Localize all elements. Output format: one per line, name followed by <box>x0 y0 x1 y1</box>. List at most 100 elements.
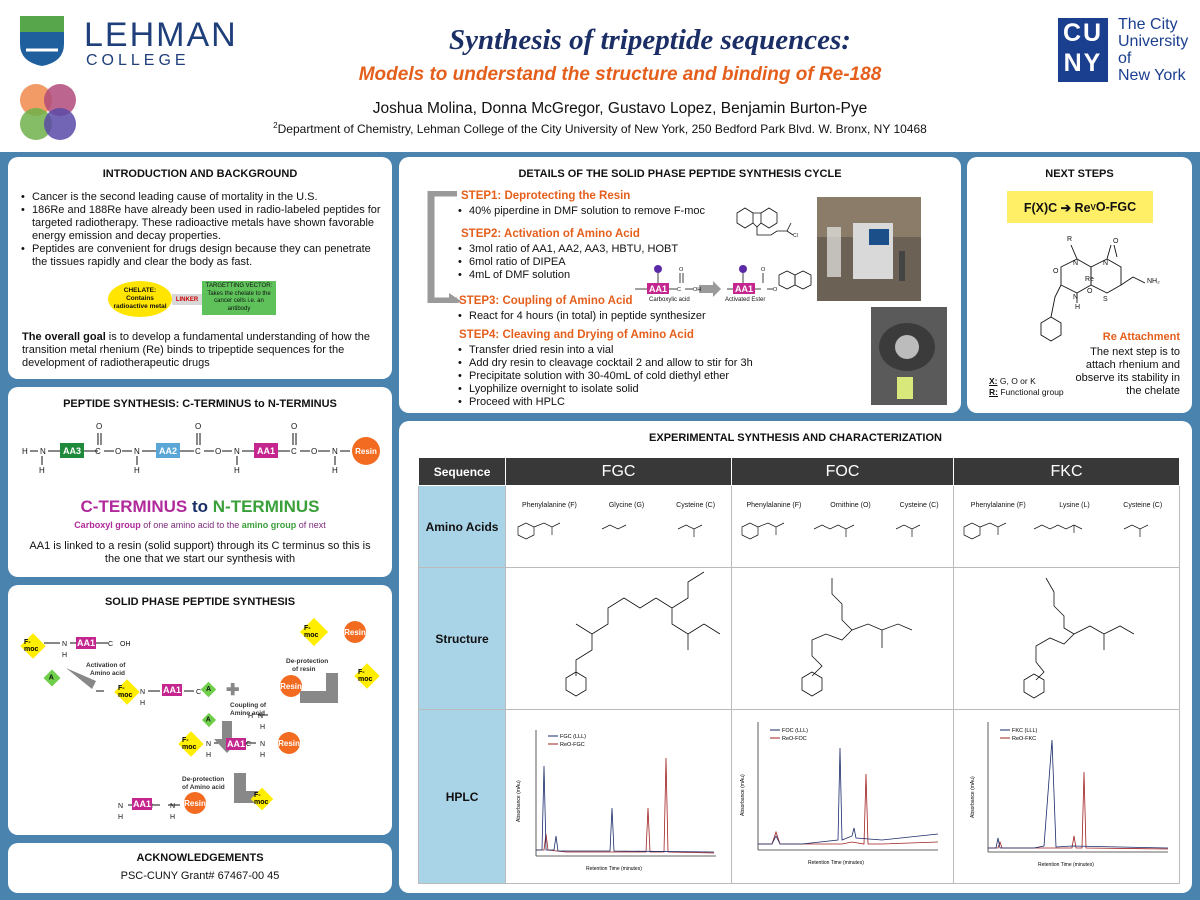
column-header: FOC <box>731 457 955 486</box>
resin-circle: Resin <box>344 621 366 643</box>
svg-text:R: R <box>1067 236 1072 243</box>
step1-list: 40% piperdine in DMF solution to remove … <box>455 205 755 218</box>
c-to-n-heading: C-TERMINUS to N-TERMINUS <box>80 497 320 516</box>
svg-text:O: O <box>96 422 102 431</box>
carboxylic-acid-label: Carboxylic acid <box>649 297 690 303</box>
step4-heading: STEP4: Cleaving and Drying of Amino Acid <box>459 329 694 341</box>
svg-text:OH: OH <box>693 287 701 293</box>
re-complex-structure: R Re N N N S NH₂ O O O H <box>1040 236 1160 342</box>
fkc-structure <box>1023 577 1135 699</box>
svg-text:De-protection: De-protection <box>286 658 328 665</box>
table-cell <box>731 567 955 710</box>
aa1-block: AA1 <box>132 798 152 810</box>
lehman-wordmark: LEHMAN <box>84 16 238 54</box>
next-step-text: The next step is to attach rhenium and o… <box>1075 346 1180 397</box>
table-cell: Phenylalanine (F)Ornithine (O)Cysteine (… <box>731 485 955 568</box>
table-row: Amino Acids Phenylalanine (F)Glycine (G)… <box>417 485 1180 568</box>
table-cell <box>505 567 733 710</box>
poster-affiliation: 2Department of Chemistry, Lehman College… <box>273 121 927 136</box>
peptide-title: PEPTIDE SYNTHESIS: C-TERMINUS to N-TERMI… <box>63 398 337 410</box>
cycle-bracket <box>427 191 461 303</box>
svg-text:N: N <box>1073 260 1078 267</box>
list-item: 4mL of DMF solution <box>455 269 705 282</box>
list-item: Proceed with HPLC <box>455 396 795 409</box>
svg-text:H: H <box>118 814 123 821</box>
chelate-box: CHELATE: Contains radioactive metal <box>108 281 172 317</box>
re-attachment-heading: Re Attachment <box>1102 331 1180 343</box>
list-item: React for 4 hours (in total) in peptide … <box>455 310 775 323</box>
resin-circle: Resin <box>280 675 302 697</box>
venn-diagram-logo <box>20 84 76 140</box>
svg-text:H: H <box>22 447 28 456</box>
svg-text:ReO-FOC: ReO-FOC <box>782 736 807 742</box>
row-header: Structure <box>417 567 507 710</box>
cycle-title: DETAILS OF THE SOLID PHASE PEPTIDE SYNTH… <box>518 168 842 180</box>
list-item: 6mol ratio of DIPEA <box>455 256 705 269</box>
c-to-n-caption: Carboxyl group of one amino acid to the … <box>74 520 326 530</box>
column-header: FKC <box>953 457 1180 486</box>
svg-text:C: C <box>195 447 201 456</box>
svg-text:N: N <box>332 447 338 456</box>
svg-text:Cl: Cl <box>793 233 798 239</box>
poster-header: LEHMAN COLLEGE Synthesis of tripeptide s… <box>0 0 1200 152</box>
amino-acid-structures <box>963 522 1149 540</box>
svg-text:OH: OH <box>120 641 131 648</box>
lehman-college-wordmark: COLLEGE <box>86 52 190 69</box>
spps-title: SOLID PHASE PEPTIDE SYNTHESIS <box>104 596 296 608</box>
svg-text:O: O <box>1087 288 1093 295</box>
svg-text:N: N <box>260 741 265 748</box>
list-item: Precipitate solution with 30-40mL of col… <box>455 370 795 383</box>
hplc-chart-fkc: FKC (LLL) ReO-FKC Retention Time (minute… <box>970 722 1169 868</box>
svg-text:C: C <box>95 447 101 456</box>
svg-text:C: C <box>108 641 113 648</box>
table-cell: FOC (LLL) ReO-FOC Retention Time (minute… <box>731 709 955 884</box>
svg-text:H: H <box>234 466 240 475</box>
svg-text:H: H <box>260 724 265 731</box>
amino-acid-structures <box>517 522 703 540</box>
svg-text:Activation of: Activation of <box>86 662 126 669</box>
fgc-structure <box>565 571 721 697</box>
step3-list: React for 4 hours (in total) in peptide … <box>455 310 775 323</box>
svg-text:De-protection: De-protection <box>182 776 224 783</box>
poster-subtitle: Models to understand the structure and b… <box>358 64 882 85</box>
aa1-block: AA1 <box>733 283 755 294</box>
table-cell: Phenylalanine (F)Glycine (G)Cysteine (C) <box>505 485 733 568</box>
svg-text:N: N <box>234 447 240 456</box>
list-item: 40% piperdine in DMF solution to remove … <box>455 205 755 218</box>
svg-text:O: O <box>115 447 121 456</box>
svg-text:Absorbance (mAu): Absorbance (mAu) <box>740 774 746 816</box>
svg-text:FKC (LLL): FKC (LLL) <box>1012 728 1038 734</box>
svg-text:N: N <box>1103 260 1108 267</box>
table-header-row: Sequence FGC FOC FKC <box>417 457 1180 486</box>
intro-goal: The overall goal is to develop a fundame… <box>22 331 370 369</box>
list-item: Transfer dried resin into a vial <box>455 344 795 357</box>
lehman-shield-logo <box>20 16 64 66</box>
table-row: HPLC FGC (LLL) ReO-FGC Retention Time (m… <box>417 709 1180 884</box>
svg-text:N: N <box>1073 294 1078 301</box>
fmoc-structure: Cl <box>736 207 798 239</box>
svg-text:C: C <box>246 741 251 748</box>
svg-text:C: C <box>291 447 297 456</box>
svg-text:ReO-FKC: ReO-FKC <box>1012 736 1036 742</box>
list-item: 186Re and 188Re have already been used i… <box>18 204 384 243</box>
svg-text:O: O <box>215 447 221 456</box>
intro-bullets: Cancer is the second leading cause of mo… <box>18 191 384 269</box>
hplc-chart-foc: FOC (LLL) ReO-FOC Retention Time (minute… <box>740 722 939 866</box>
svg-text:N: N <box>140 689 145 696</box>
row-header: Amino Acids <box>417 485 507 568</box>
svg-text:Retention Time (minutes): Retention Time (minutes) <box>808 860 864 866</box>
svg-text:ReO-FGC: ReO-FGC <box>560 742 585 748</box>
svg-text:O: O <box>761 267 766 273</box>
vector-box: TARGETTING VECTOR: Takes the chelate to … <box>202 281 276 315</box>
intro-panel: INTRODUCTION AND BACKGROUND Cancer is th… <box>8 157 392 379</box>
svg-text:O: O <box>311 447 317 456</box>
aa1-block: AA1 <box>162 684 182 696</box>
next-title: NEXT STEPS <box>1045 168 1114 180</box>
svg-text:H: H <box>332 466 338 475</box>
svg-text:of Amino acid: of Amino acid <box>182 784 225 791</box>
resin-circle: Resin <box>352 437 380 465</box>
vial-photo <box>871 307 947 405</box>
